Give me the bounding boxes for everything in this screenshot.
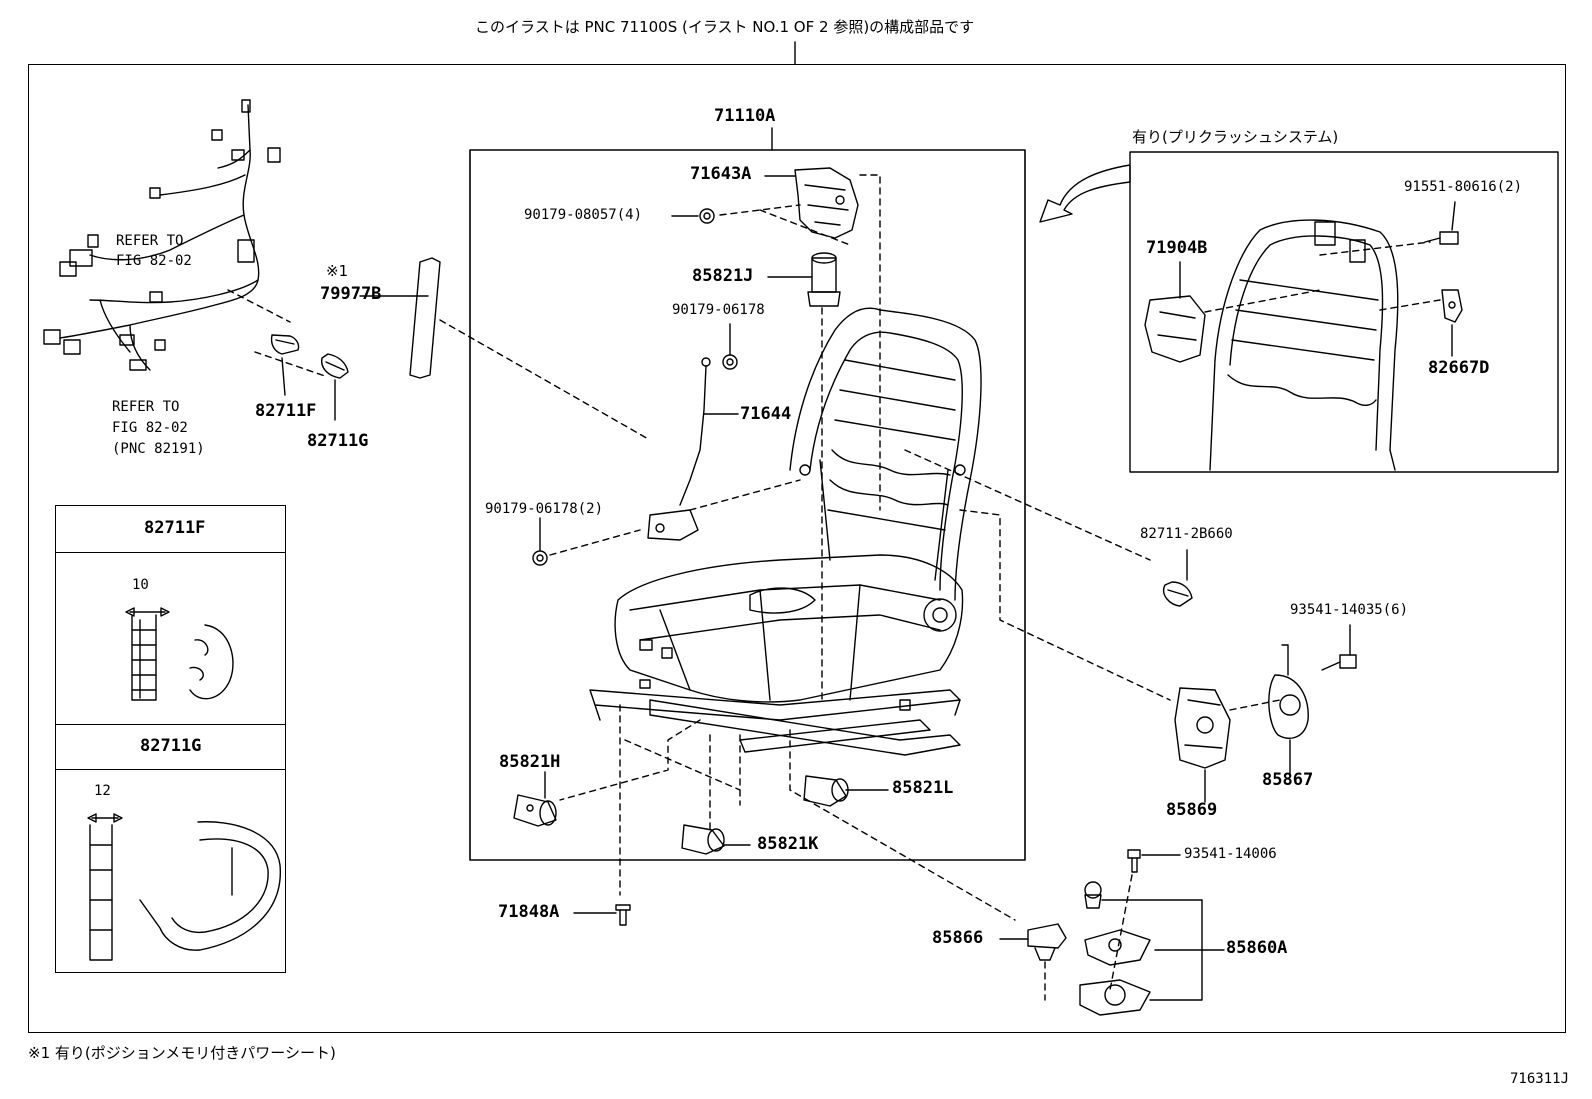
sensor-71904b-art <box>1145 296 1205 362</box>
seat-frame-art <box>590 308 981 755</box>
label-82667d[interactable]: 82667D <box>1428 358 1490 378</box>
label-82711-2b660[interactable]: 82711-2B660 <box>1140 526 1233 542</box>
label-71643a[interactable]: 71643A <box>690 164 752 184</box>
detail-82711f-title: 82711F <box>144 518 206 538</box>
pre-crash-frame-art <box>1210 220 1398 470</box>
label-93541-14035[interactable]: 93541-14035(6) <box>1290 602 1409 618</box>
label-91551-80616[interactable]: 91551-80616(2) <box>1404 179 1523 195</box>
detail-82711g-dimension: 12 <box>94 783 111 799</box>
label-85869[interactable]: 85869 <box>1166 800 1218 820</box>
motor-85821j-art <box>808 253 840 306</box>
label-71644[interactable]: 71644 <box>740 404 792 424</box>
wire-harness-art <box>44 100 325 376</box>
bracket-71643a-art <box>795 168 858 238</box>
motor-85821k-art <box>682 825 724 854</box>
label-82711g[interactable]: 82711G <box>307 431 369 451</box>
footnote: ※1 有り(ポジションメモリ付きパワーシート) <box>28 1044 336 1062</box>
bracket-85869-art <box>1175 688 1230 768</box>
label-85866[interactable]: 85866 <box>932 928 984 948</box>
refer-note-1-line2: FIG 82-02 <box>116 253 192 269</box>
figure-id: 716311J <box>1510 1071 1570 1087</box>
part-85860a-art <box>1080 882 1150 1015</box>
detail-82711g-title: 82711G <box>140 736 202 756</box>
part-85866-art <box>1028 924 1066 960</box>
label-85821l[interactable]: 85821L <box>892 778 954 798</box>
label-90179-08057[interactable]: 90179-08057(4) <box>524 207 643 223</box>
cable-71644-art <box>648 358 710 540</box>
refer-note-2-line3: (PNC 82191) <box>112 441 205 457</box>
mark-note-1: ※1 <box>326 262 349 280</box>
clip-82711-2b660-art <box>1164 582 1192 606</box>
refer-note-2-line1: REFER TO <box>112 399 180 415</box>
detail-82711g-art <box>88 814 280 960</box>
label-79977b[interactable]: 79977B <box>320 284 382 304</box>
label-71904b[interactable]: 71904B <box>1146 238 1208 258</box>
inset-title: 有り(プリクラッシュシステム) <box>1132 128 1339 146</box>
label-85860a[interactable]: 85860A <box>1226 938 1288 958</box>
nut-90179-06178-2-art <box>533 551 547 565</box>
nut-90179-08057-art <box>700 209 714 223</box>
refer-note-1-line1: REFER TO <box>116 233 184 249</box>
detail-box-82711g-header <box>55 724 286 770</box>
bolt-71848a-art <box>616 905 630 925</box>
detail-82711f-art <box>126 608 233 700</box>
label-85821h[interactable]: 85821H <box>499 752 561 772</box>
motor-85821h-art <box>514 795 556 826</box>
diagram-frame <box>28 64 1566 1033</box>
bolt-91551-80616-art <box>1425 232 1458 244</box>
refer-note-2-line2: FIG 82-02 <box>112 420 188 436</box>
sensor-85867-art <box>1269 645 1308 738</box>
label-main-assembly[interactable]: 71110A <box>714 106 776 126</box>
strip-79977b-art <box>410 258 440 378</box>
label-85867[interactable]: 85867 <box>1262 770 1314 790</box>
bolt-93541-14006-art <box>1128 850 1140 872</box>
label-71848a[interactable]: 71848A <box>498 902 560 922</box>
label-90179-06178-2[interactable]: 90179-06178(2) <box>485 501 604 517</box>
detail-box-82711g <box>55 724 286 973</box>
clip-82711g-art <box>322 354 348 378</box>
label-82711f[interactable]: 82711F <box>255 401 317 421</box>
detail-82711f-dimension: 10 <box>132 577 149 593</box>
header-note: このイラストは PNC 71100S (イラスト NO.1 OF 2 参照)の構… <box>475 18 975 36</box>
label-85821j[interactable]: 85821J <box>692 266 754 286</box>
label-85821k[interactable]: 85821K <box>757 834 819 854</box>
label-93541-14006[interactable]: 93541-14006 <box>1184 846 1277 862</box>
label-90179-06178[interactable]: 90179-06178 <box>672 302 765 318</box>
detail-box-82711f-header <box>55 505 286 553</box>
clip-82711f-art <box>272 335 299 354</box>
bracket-82667d-art <box>1442 290 1462 322</box>
